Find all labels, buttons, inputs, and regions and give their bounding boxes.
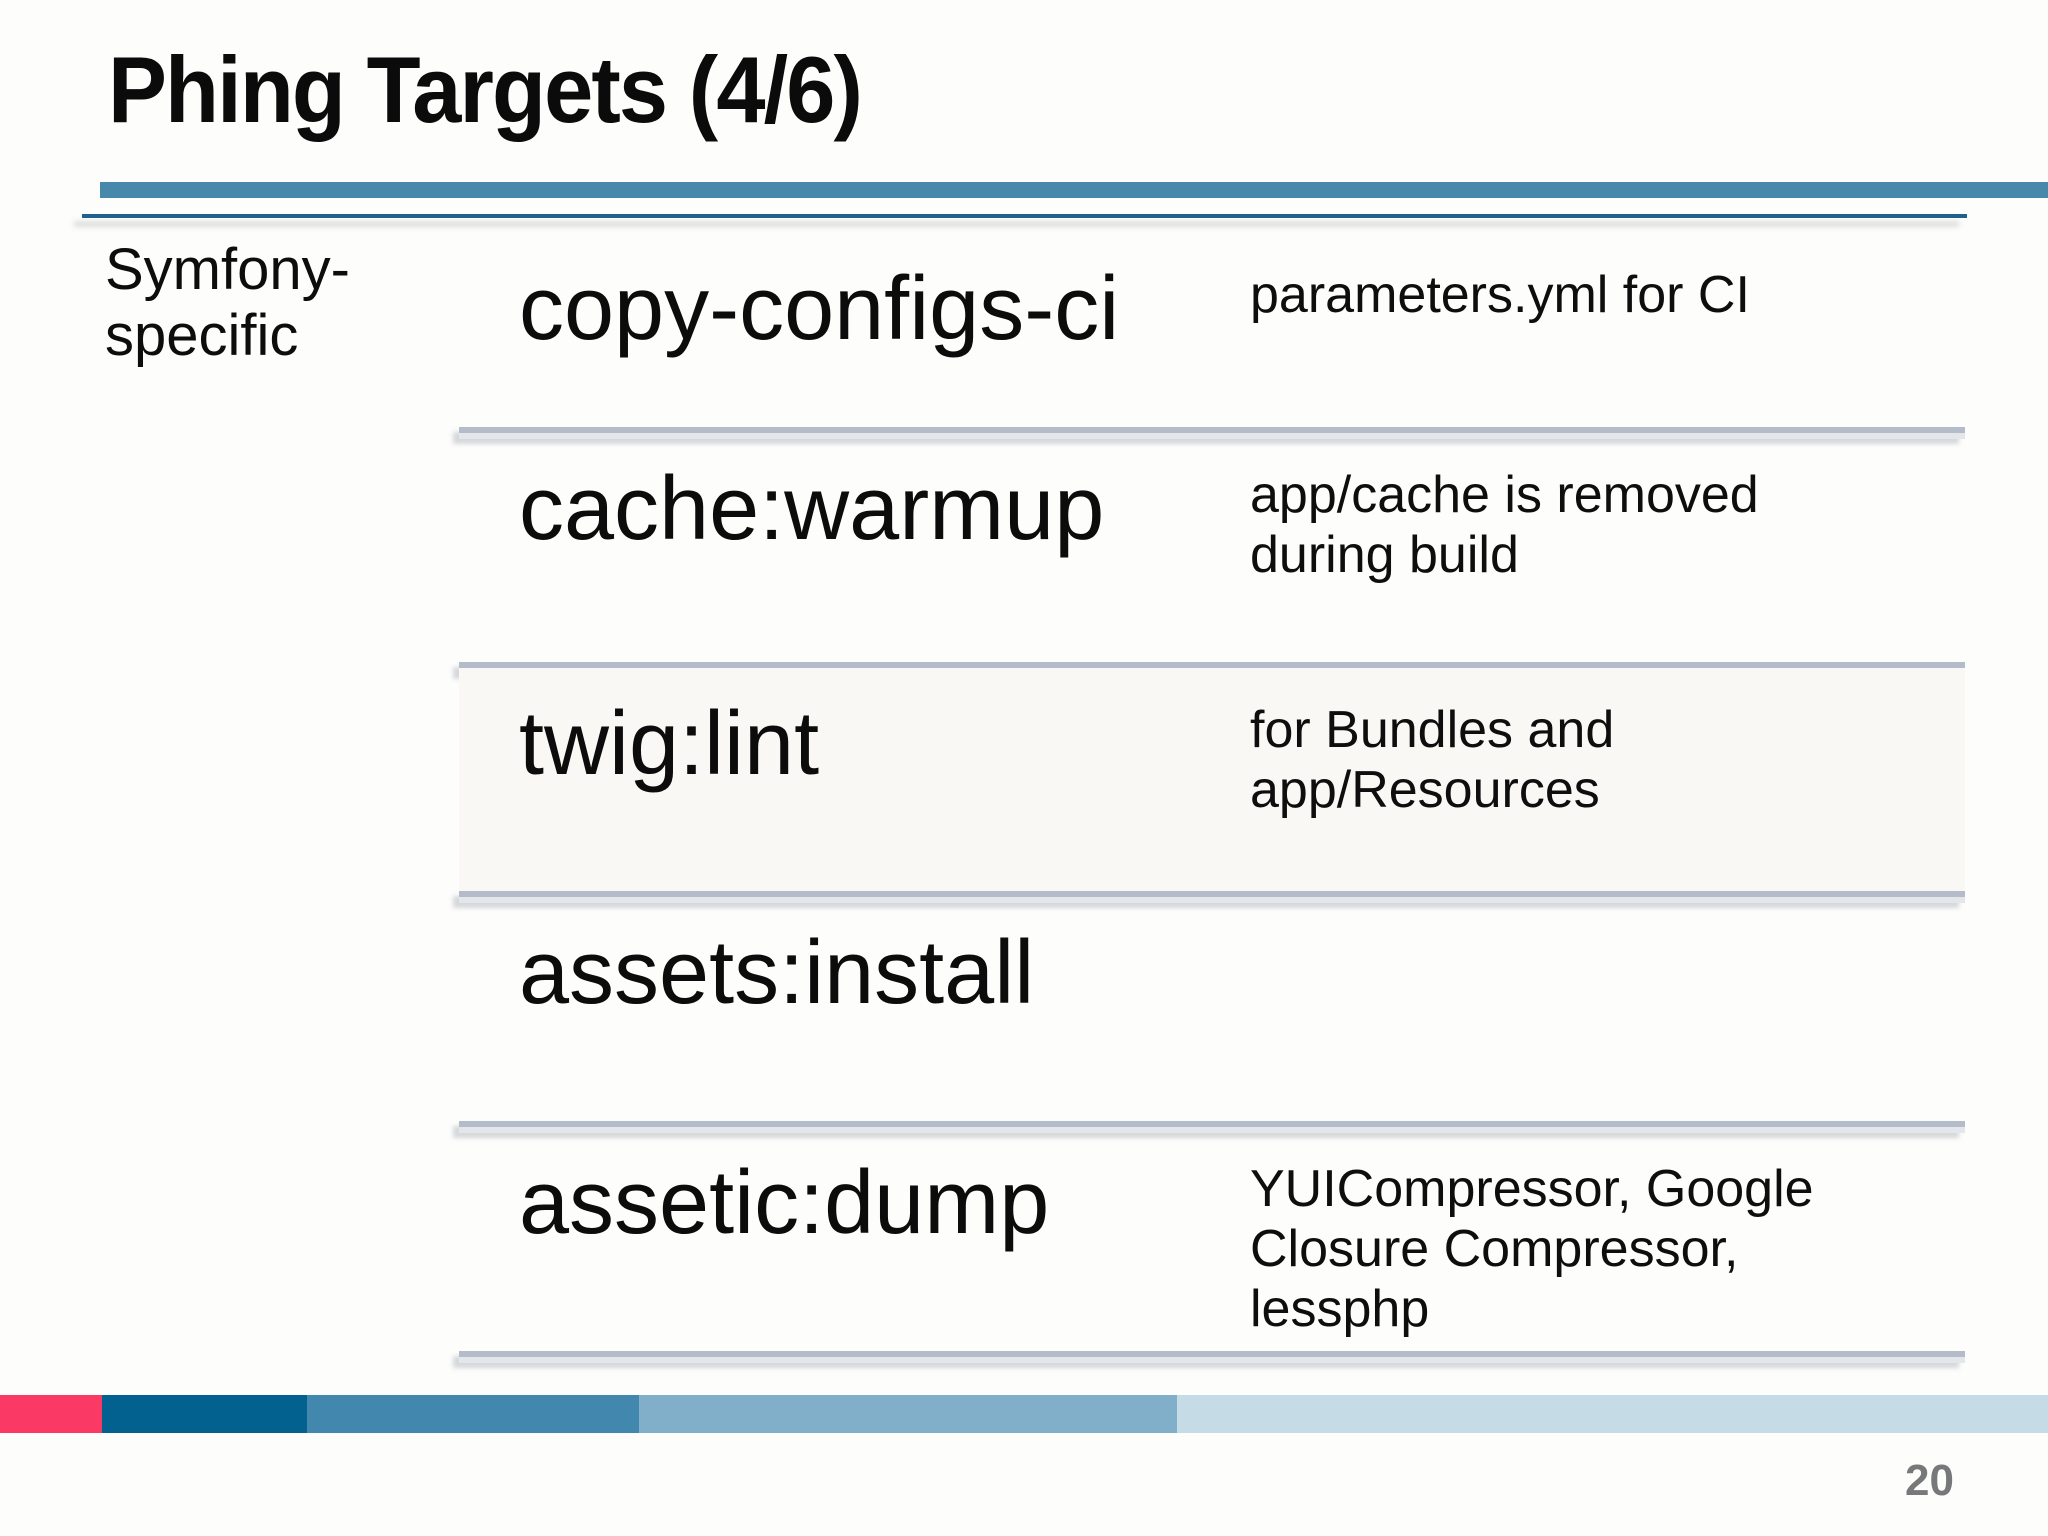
target-name: twig:lint (519, 694, 820, 794)
table-row: twig:lint for Bundles and app/Resources (459, 668, 1965, 903)
target-description (1250, 923, 1945, 929)
target-name: assetic:dump (519, 1153, 1050, 1253)
page-number: 20 (1905, 1456, 1954, 1505)
footer-bar-segment (307, 1395, 639, 1433)
row-divider (459, 1351, 1965, 1363)
target-description: parameters.yml for CI (1250, 266, 1750, 324)
footer-bar-segment (0, 1395, 102, 1433)
row-category-label: Symfony-specific (105, 237, 350, 368)
slide-title: Phing Targets (4/6) (108, 37, 863, 142)
table-row: copy-configs-ci parameters.yml for CI (459, 233, 1965, 439)
footer-color-bar (0, 1395, 2048, 1433)
target-description: YUICompressor, Google Closure Compressor… (1250, 1160, 1814, 1338)
target-description: for Bundles and app/Resources (1250, 701, 1615, 819)
target-name: assets:install (519, 923, 1035, 1023)
table-row: assets:install (459, 897, 1965, 1133)
footer-bar-segment (639, 1395, 1177, 1433)
footer-bar-segment (102, 1395, 307, 1433)
target-description: app/cache is removed during build (1250, 466, 1759, 584)
targets-table: copy-configs-ci parameters.yml for CI cach… (459, 233, 1965, 1363)
footer-bar-segment (1177, 1395, 2048, 1433)
row-divider (459, 427, 1965, 439)
target-name: cache:warmup (519, 459, 1105, 559)
title-underline-thick (100, 182, 2048, 198)
row-divider (459, 1121, 1965, 1133)
row-divider (459, 891, 1965, 903)
table-row: assetic:dump YUICompressor, Google Closur… (459, 1127, 1965, 1363)
title-underline-thin (82, 214, 1967, 218)
table-row: cache:warmup app/cache is removed during … (459, 433, 1965, 674)
target-name: copy-configs-ci (519, 259, 1120, 359)
